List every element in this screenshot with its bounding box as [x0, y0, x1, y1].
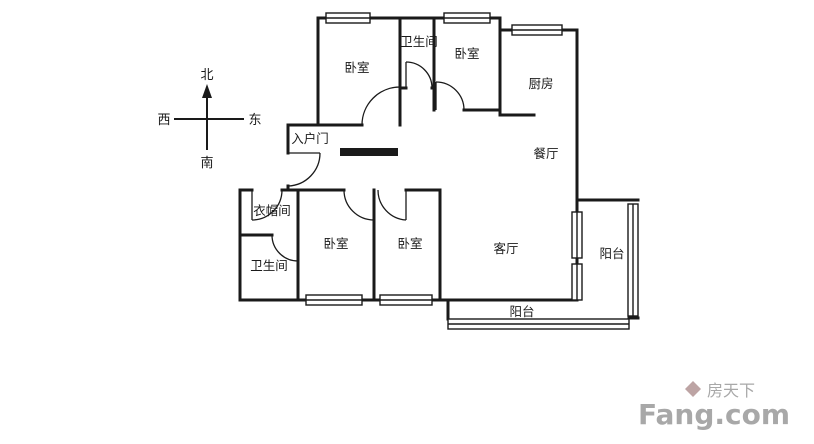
label-dining: 餐厅	[533, 146, 558, 161]
windows	[305, 12, 639, 330]
watermark-brand-cn: 房天下	[707, 381, 755, 400]
window-bedroom-top-left	[325, 12, 371, 24]
door-entrance	[287, 152, 321, 187]
label-balcony-bottom: 阳台	[509, 304, 534, 319]
label-bedroom-lower-left: 卧室	[323, 236, 348, 251]
window-dining-east	[571, 211, 583, 259]
window-bedroom-lower-left	[305, 294, 363, 306]
label-cloakroom: 衣帽间	[253, 203, 291, 218]
window-kitchen	[511, 24, 563, 36]
compass: 北 南 西 东	[157, 68, 261, 171]
door-bedroom-top-left	[361, 86, 401, 126]
label-bedroom-lower-right: 卧室	[397, 236, 422, 251]
label-kitchen: 厨房	[528, 76, 553, 91]
window-balcony-bottom	[447, 318, 630, 330]
compass-east-label: 东	[248, 113, 261, 128]
label-bathroom-lower: 卫生间	[250, 258, 288, 273]
door-bedroom-lower-right	[377, 189, 407, 221]
door-bedroom-lower-left	[343, 189, 375, 221]
room-labels: 卧室 卫生间 卧室 厨房 餐厅 入户门 衣帽间 卫生间 卧室 卧室 客厅 阳台 …	[250, 34, 624, 319]
window-balcony-right	[627, 203, 639, 317]
doors	[251, 61, 465, 262]
compass-west-label: 西	[157, 113, 170, 128]
entry-partition-wall	[340, 148, 398, 156]
door-bedroom-top-right	[435, 81, 465, 111]
label-living: 客厅	[493, 241, 518, 256]
window-living-east	[571, 263, 583, 301]
compass-north-label: 北	[200, 68, 213, 83]
watermark: 房天下 Fang.com	[638, 381, 790, 431]
label-entrance: 入户门	[291, 131, 329, 146]
door-bathroom-top	[405, 61, 433, 89]
north-arrow-icon	[202, 84, 212, 98]
compass-south-label: 南	[200, 155, 213, 171]
label-bedroom-top-left: 卧室	[344, 60, 369, 75]
door-cloakroom	[251, 189, 283, 221]
window-bedroom-lower-right	[379, 294, 433, 306]
fang-logo-icon	[685, 381, 701, 397]
window-bedroom-top-right	[443, 12, 491, 24]
label-bedroom-top-right: 卧室	[454, 46, 479, 61]
door-bathroom-lower	[271, 234, 299, 262]
label-balcony-right: 阳台	[599, 246, 624, 261]
watermark-brand-en: Fang.com	[638, 398, 790, 431]
label-bathroom-top: 卫生间	[400, 34, 438, 49]
